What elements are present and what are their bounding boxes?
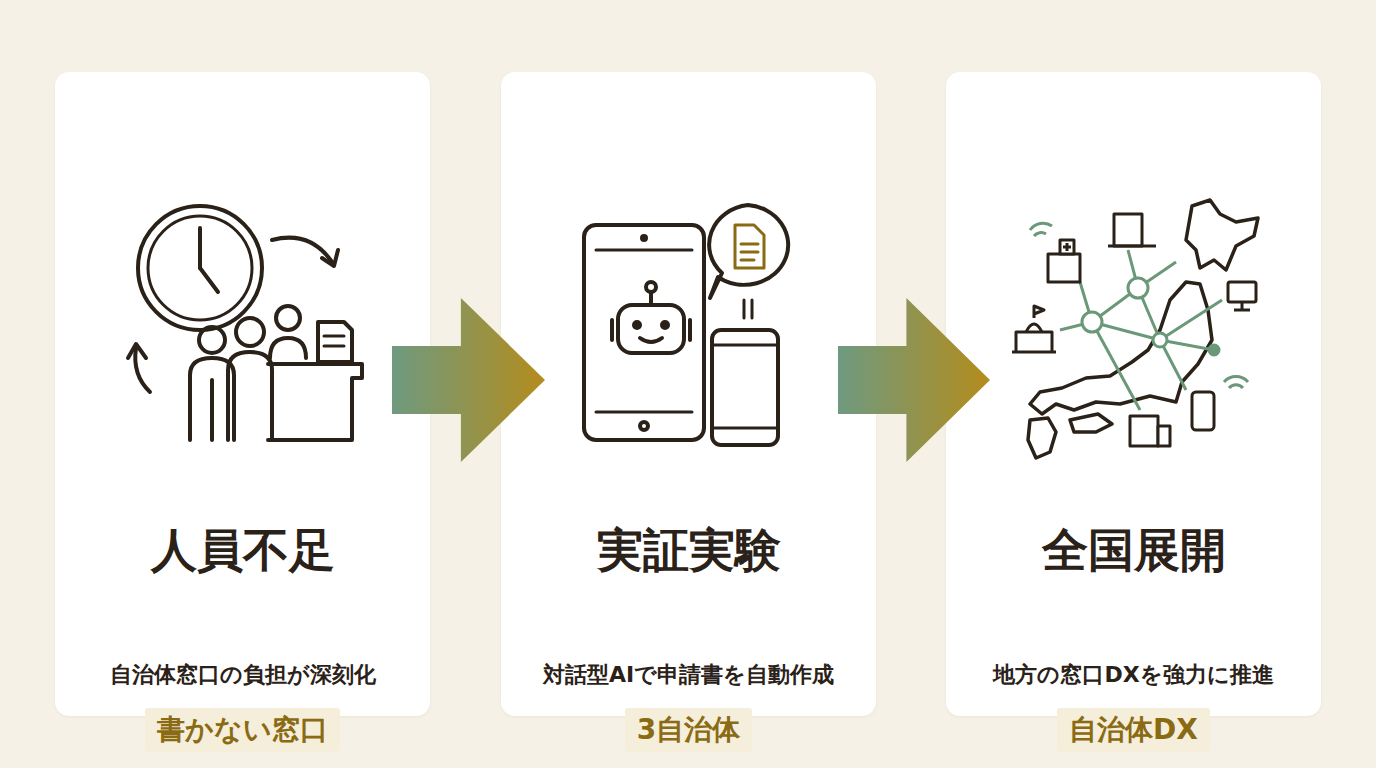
tag-row: 3自治体 — [501, 708, 876, 752]
card-title: 人員不足 — [55, 520, 430, 580]
card-title: 全国展開 — [946, 520, 1321, 580]
clock-people-icon — [128, 206, 362, 440]
step-card: 人員不足自治体窓口の負担が深刻化書かない窓口 — [55, 72, 430, 716]
card-title: 実証実験 — [501, 520, 876, 580]
card-tag: 書かない窓口 — [145, 708, 340, 752]
tag-row: 自治体DX — [946, 708, 1321, 752]
card-tag: 3自治体 — [625, 708, 752, 752]
flow-arrow — [392, 298, 545, 462]
card-subtitle: 地方の窓口DXを強力に推進 — [954, 660, 1313, 690]
card-subtitle: 自治体窓口の負担が深刻化 — [63, 660, 422, 690]
step-card: 実証実験対話型AIで申請書を自動作成3自治体 — [501, 72, 876, 716]
card-tag: 自治体DX — [1057, 708, 1210, 752]
step-card: 全国展開地方の窓口DXを強力に推進自治体DX — [946, 72, 1321, 716]
tag-row: 書かない窓口 — [55, 708, 430, 752]
flow-arrow — [838, 298, 990, 462]
ai-device-icon — [584, 205, 788, 445]
card-subtitle: 対話型AIで申請書を自動作成 — [509, 660, 868, 690]
japan-network-map — [1012, 200, 1258, 458]
